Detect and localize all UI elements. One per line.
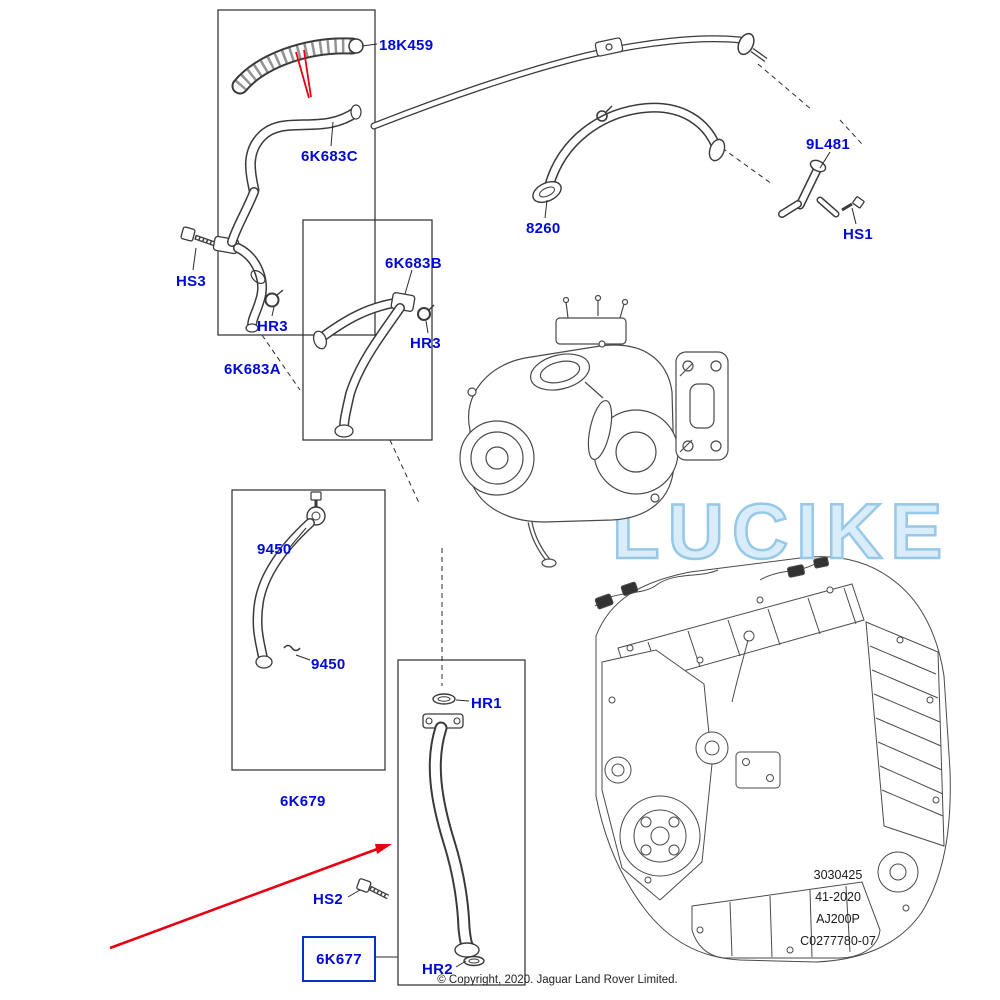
red-arrows — [109, 49, 392, 950]
plate-line-number: 3030425 — [813, 868, 863, 882]
part-label-hs3: HS3 — [176, 273, 207, 290]
part-label-6k679: 6K679 — [280, 793, 326, 810]
frame-boxes — [217, 9, 526, 986]
part-label-9l481: 9L481 — [806, 136, 851, 153]
valve-9l481 — [778, 159, 840, 218]
plate-line-date: 41-2020 — [815, 890, 861, 904]
connector-lines — [261, 63, 863, 686]
hose-18k459 — [231, 37, 364, 95]
part-label-6k683b: 6K683B — [385, 255, 442, 272]
bolt-hs1 — [841, 196, 865, 212]
red-long-arrow — [109, 846, 381, 950]
engine-illustration — [594, 556, 951, 963]
plate-line-engine: AJ200P — [816, 912, 860, 926]
plate-line-drawing: C0277780-07 — [800, 934, 876, 948]
clamp-hr3-a — [264, 292, 280, 308]
part-label-6k677: 6K677 — [316, 950, 362, 968]
leader-lines — [192, 43, 857, 968]
hose-9450 — [252, 491, 326, 669]
gasket-hr1 — [432, 693, 456, 705]
detail-box-6k683a — [217, 9, 376, 336]
copyright-text: © Copyright, 2020. Jaguar Land Rover Lim… — [437, 974, 678, 986]
red-arrowhead — [375, 844, 392, 854]
part-label-hs2: HS2 — [313, 891, 344, 908]
hose-6k683c — [245, 104, 362, 196]
clip-9450 — [283, 644, 301, 652]
pipe-assembly-top — [370, 32, 768, 130]
part-label-hr3-b: HR3 — [410, 335, 441, 352]
clamp-hr3-b — [417, 307, 431, 321]
bolt-hs3 — [180, 226, 216, 247]
bolt-hs2 — [356, 878, 390, 900]
part-label-18k459: 18K459 — [379, 37, 434, 54]
part-label-hr2: HR2 — [422, 961, 453, 978]
part-label-8260: 8260 — [526, 220, 561, 237]
part-label-hr1: HR1 — [471, 695, 502, 712]
part-label-hs1: HS1 — [843, 226, 874, 243]
highlight-box-6k677: 6K677 — [302, 936, 376, 982]
part-label-hr3-a: HR3 — [257, 318, 288, 335]
part-label-6k683c: 6K683C — [301, 148, 358, 165]
detail-box-6k683b — [302, 219, 433, 441]
pipe-6k677 — [422, 693, 485, 967]
watermark: LUCIKE — [612, 487, 950, 575]
part-label-9450-a: 9450 — [257, 541, 292, 558]
part-label-6k683a: 6K683A — [224, 361, 281, 378]
hose-6k683b — [312, 292, 435, 438]
turbocharger-illustration — [459, 294, 729, 568]
red-pointer-line-a — [295, 51, 310, 99]
hose-6k683a — [212, 187, 284, 333]
hose-8260 — [532, 102, 726, 204]
detail-box-6k679 — [231, 489, 386, 771]
drawing-info-plate: 3030425 41-2020 AJ200P C0277780-07 — [775, 864, 901, 952]
part-label-9450-b: 9450 — [311, 656, 346, 673]
red-pointer-line-b — [303, 49, 312, 98]
gasket-hr2 — [463, 955, 485, 967]
detail-box-6k677 — [397, 659, 526, 986]
